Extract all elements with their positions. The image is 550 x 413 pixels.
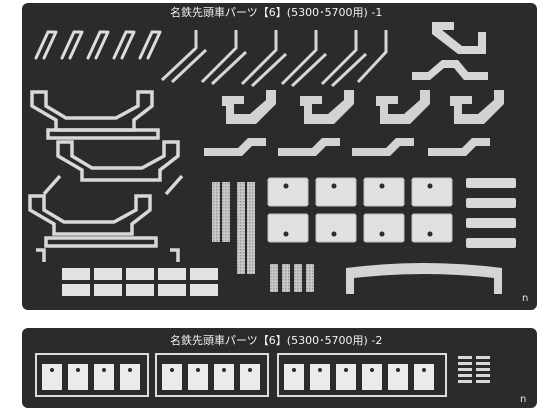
window-frame-grid [267,177,453,243]
window-strip-frames [35,353,447,397]
tiny-tabs [458,356,490,383]
window-strip-panes [42,364,434,390]
window-strip-knobs [50,368,426,372]
fret-sheet-2: 名鉄先頭車パーツ【6】(5300･5700用) -2 n [22,328,537,408]
long-handrails [160,30,388,88]
fret-title-2: 名鉄先頭車パーツ【6】(5300･5700用) -2 [170,333,382,347]
bracket-parts-top-right [412,22,488,80]
fret-plate-2 [22,328,537,408]
fret-sheet-1: 名鉄先頭車パーツ【6】(5300･5700用) -1 n [22,3,537,310]
small-grille-tiles [270,264,314,292]
fret-plate-1 [22,3,537,310]
side-plates [466,178,516,248]
skirt-part [346,263,502,294]
coupler-frames [28,90,184,262]
bent-brackets [204,90,504,156]
window-frame-knobs [283,183,433,237]
fret-corner-mark-2: n [520,394,526,405]
fret-corner-mark-1: n [522,293,528,304]
fret-title-1: 名鉄先頭車パーツ【6】(5300･5700用) -1 [170,5,382,19]
small-panel-grid [62,268,218,296]
handrail-parts-row [34,30,162,60]
grille-panels [212,182,255,274]
